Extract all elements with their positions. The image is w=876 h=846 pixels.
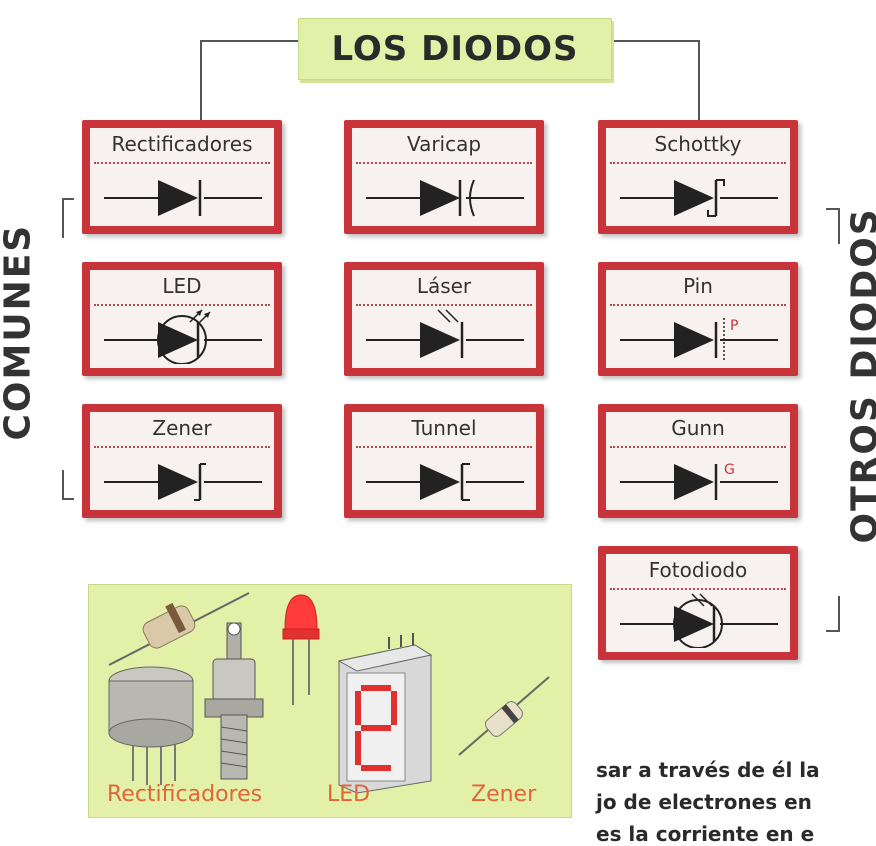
card-separator bbox=[610, 588, 786, 590]
card-separator bbox=[356, 162, 532, 164]
card-label: Tunnel bbox=[352, 416, 536, 440]
rectifier-bridge-photo bbox=[109, 667, 193, 785]
connector-left-h bbox=[200, 40, 298, 42]
zener-photo bbox=[459, 677, 549, 755]
card-separator bbox=[94, 304, 270, 306]
body-text-line-2: jo de electrones en bbox=[596, 790, 812, 814]
photo-label-zener: Zener bbox=[471, 782, 536, 807]
red-led-photo bbox=[283, 595, 319, 705]
pin-letter: P bbox=[730, 318, 738, 334]
connector-left-v bbox=[200, 40, 202, 122]
gunn-symbol-icon: G bbox=[606, 450, 790, 506]
light-arrows-icon bbox=[190, 310, 210, 324]
varicap-symbol-icon bbox=[352, 166, 536, 222]
card-body: Zener bbox=[90, 412, 274, 510]
led-symbol-icon bbox=[90, 308, 274, 364]
card-body: Tunnel bbox=[352, 412, 536, 510]
card-label: Fotodiodo bbox=[606, 558, 790, 582]
laser-symbol bbox=[366, 310, 524, 358]
diode-symbol bbox=[104, 180, 262, 216]
bracket-left-top-h bbox=[62, 198, 74, 200]
diode-card-photodiode: Fotodiodo bbox=[598, 546, 798, 660]
card-label: Pin bbox=[606, 274, 790, 298]
pin-symbol-icon: P bbox=[606, 308, 790, 364]
card-body: Rectificadores bbox=[90, 128, 274, 226]
card-separator bbox=[356, 446, 532, 448]
schottky-symbol-icon bbox=[606, 166, 790, 222]
zener-symbol bbox=[104, 464, 262, 500]
card-label: Schottky bbox=[606, 132, 790, 156]
card-separator bbox=[610, 162, 786, 164]
card-label: Rectificadores bbox=[90, 132, 274, 156]
diode-card-laser: Láser bbox=[344, 262, 544, 376]
card-label: Varicap bbox=[352, 132, 536, 156]
diode-photo-panel: Rectificadores LED Zener bbox=[88, 584, 572, 818]
card-body: Fotodiodo bbox=[606, 554, 790, 652]
seven-segment-photo bbox=[339, 633, 431, 793]
photo-label-rectificadores: Rectificadores bbox=[107, 782, 262, 807]
diagram-title-box: LOS DIODOS bbox=[298, 18, 612, 80]
light-arrows-icon bbox=[438, 310, 458, 322]
card-body: Varicap bbox=[352, 128, 536, 226]
card-body: Láser bbox=[352, 270, 536, 368]
photodiode-symbol bbox=[620, 594, 778, 648]
side-label-otros-diodos: OTROS DIODOS bbox=[845, 294, 876, 544]
schottky-symbol bbox=[620, 180, 778, 216]
stud-rectifier-photo bbox=[205, 623, 263, 779]
bracket-right-bot-v bbox=[838, 596, 840, 632]
photo-label-led: LED bbox=[327, 782, 370, 807]
diode-card-schottky: Schottky bbox=[598, 120, 798, 234]
led-symbol bbox=[104, 310, 262, 364]
card-body: LED bbox=[90, 270, 274, 368]
bracket-left-top-v bbox=[62, 198, 64, 238]
card-label: LED bbox=[90, 274, 274, 298]
diode-card-diode: Rectificadores bbox=[82, 120, 282, 234]
tunnel-symbol bbox=[366, 464, 524, 500]
pin-symbol: P bbox=[620, 318, 778, 362]
bracket-left-bot-v bbox=[62, 470, 64, 500]
bracket-left-bot-h bbox=[62, 498, 74, 500]
laser-symbol-icon bbox=[352, 308, 536, 364]
connector-right-h bbox=[610, 40, 698, 42]
bracket-right-bot-h bbox=[826, 630, 840, 632]
diode-card-led: LED bbox=[82, 262, 282, 376]
card-separator bbox=[356, 304, 532, 306]
card-separator bbox=[610, 304, 786, 306]
card-separator bbox=[610, 446, 786, 448]
side-label-comunes: COMUNES bbox=[0, 261, 39, 441]
card-body: Schottky bbox=[606, 128, 790, 226]
tunnel-symbol-icon bbox=[352, 450, 536, 506]
diode-card-zener: Zener bbox=[82, 404, 282, 518]
diagram-title: LOS DIODOS bbox=[331, 29, 578, 69]
body-text-line-3: es la corriente en e bbox=[596, 822, 814, 846]
bracket-right-top-v bbox=[838, 208, 840, 244]
card-separator bbox=[94, 446, 270, 448]
photodiode-symbol-icon bbox=[606, 592, 790, 648]
varicap-symbol bbox=[366, 180, 524, 216]
zener-symbol-icon bbox=[90, 450, 274, 506]
card-separator bbox=[94, 162, 270, 164]
card-label: Láser bbox=[352, 274, 536, 298]
connector-right-v bbox=[698, 40, 700, 122]
card-label: Zener bbox=[90, 416, 274, 440]
body-text-line-1: sar a través de él la bbox=[596, 758, 820, 782]
gunn-letter: G bbox=[724, 462, 735, 478]
diode-card-varicap: Varicap bbox=[344, 120, 544, 234]
diode-symbol-icon bbox=[90, 166, 274, 222]
diode-card-tunnel: Tunnel bbox=[344, 404, 544, 518]
card-label: Gunn bbox=[606, 416, 790, 440]
gunn-symbol: G bbox=[620, 462, 778, 500]
